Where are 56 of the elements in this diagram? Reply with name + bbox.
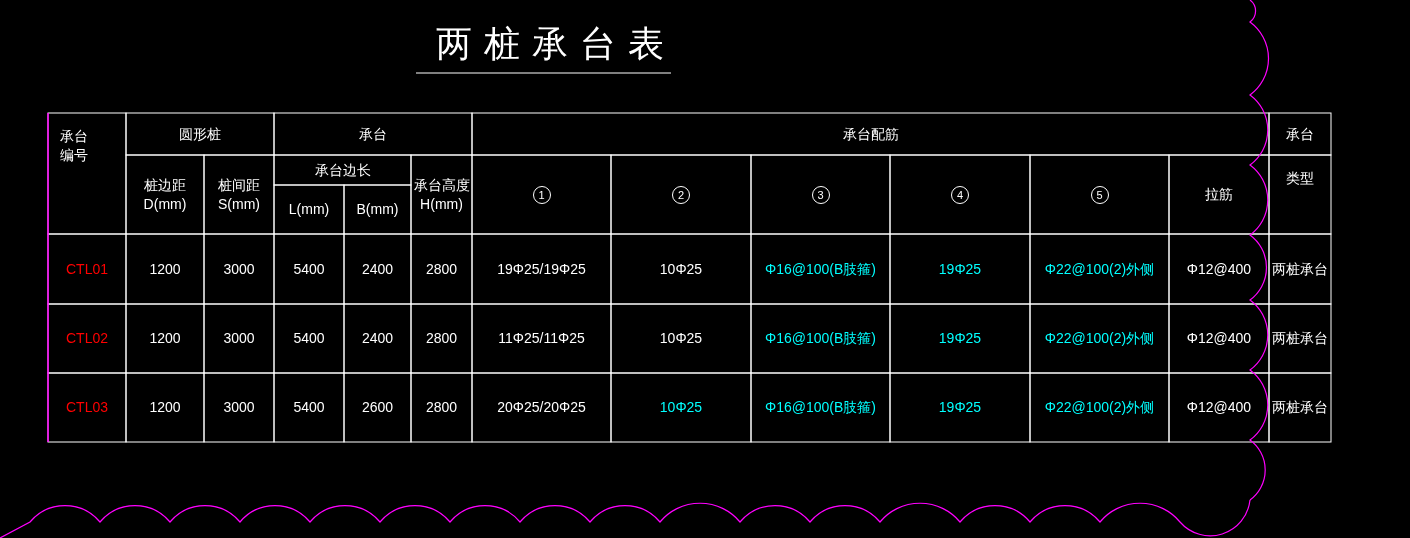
cell-value: Φ12@400 xyxy=(1186,398,1252,417)
header-text: 承台 xyxy=(359,124,387,144)
cell-value: 1200 xyxy=(149,398,181,417)
cell-value: 5400 xyxy=(293,259,325,279)
header-text: 承台 xyxy=(1286,124,1314,144)
cell-value: 3000 xyxy=(223,259,255,279)
cell-value: 2800 xyxy=(425,259,458,279)
cell-value: 2800 xyxy=(425,329,458,348)
cell-value: 两桩承台 xyxy=(1272,398,1328,417)
cell-value: Φ12@400 xyxy=(1186,259,1252,279)
cell-value: 2600 xyxy=(361,398,394,417)
cell-value: 10Φ25 xyxy=(659,329,703,348)
cell-value: Φ22@100(2)外侧 xyxy=(1044,259,1155,279)
header-text: 类型 xyxy=(1286,169,1314,188)
cell-value: Φ16@100(B肢箍) xyxy=(765,398,876,417)
cell-value: 两桩承台 xyxy=(1272,329,1328,348)
cell-value: 2800 xyxy=(425,398,458,417)
cell-value: Φ22@100(2)外侧 xyxy=(1044,398,1155,417)
cell-value: 20Φ25/20Φ25 xyxy=(497,398,586,417)
row-id: CTL01 xyxy=(66,259,108,279)
header-text: 承台配筋 xyxy=(842,124,899,144)
cell-value: 19Φ25/19Φ25 xyxy=(497,259,586,279)
cell-value: 3000 xyxy=(223,329,255,348)
cell-value: Φ16@100(B肢箍) xyxy=(765,329,876,348)
row-id: CTL03 xyxy=(66,398,108,417)
cell-value: Φ16@100(B肢箍) xyxy=(765,259,876,279)
header-text: 承台编号 xyxy=(60,127,89,165)
cell-value: 10Φ25 xyxy=(659,398,703,417)
cell-value: 两桩承台 xyxy=(1272,259,1328,279)
table-title: 两桩承台表 xyxy=(436,22,676,66)
cell-value: 19Φ25 xyxy=(938,398,982,417)
cell-value: Φ22@100(2)外侧 xyxy=(1044,329,1155,348)
cell-value: 3000 xyxy=(223,398,255,417)
cell-value: 5400 xyxy=(293,398,325,417)
header-text: H(mm) xyxy=(420,194,463,214)
header-text: 圆形桩 xyxy=(179,124,221,144)
header-text: D(mm) xyxy=(143,194,187,214)
header-text: 承台边长 xyxy=(314,160,371,180)
cell-value: 2400 xyxy=(361,259,394,279)
cell-value: 1200 xyxy=(149,259,181,279)
header-text: 承台高度 xyxy=(413,175,470,195)
cell-value: 19Φ25 xyxy=(938,329,982,348)
cell-value: 5400 xyxy=(293,329,325,348)
cell-value: 2400 xyxy=(361,329,394,348)
header-text: S(mm) xyxy=(218,194,260,214)
cell-value: 11Φ25/11Φ25 xyxy=(498,329,585,348)
header-text: 拉筋 xyxy=(1205,185,1233,204)
cell-value: 19Φ25 xyxy=(938,259,982,279)
header-text: L(mm) xyxy=(288,200,330,219)
cell-value: 10Φ25 xyxy=(659,259,703,279)
cell-value: 1200 xyxy=(149,329,181,348)
cell-value: Φ12@400 xyxy=(1186,329,1252,348)
row-id: CTL02 xyxy=(66,329,108,348)
header-text: 桩间距 xyxy=(218,175,260,195)
header-text: B(mm) xyxy=(356,200,399,219)
header-text: 桩边距 xyxy=(144,175,186,195)
